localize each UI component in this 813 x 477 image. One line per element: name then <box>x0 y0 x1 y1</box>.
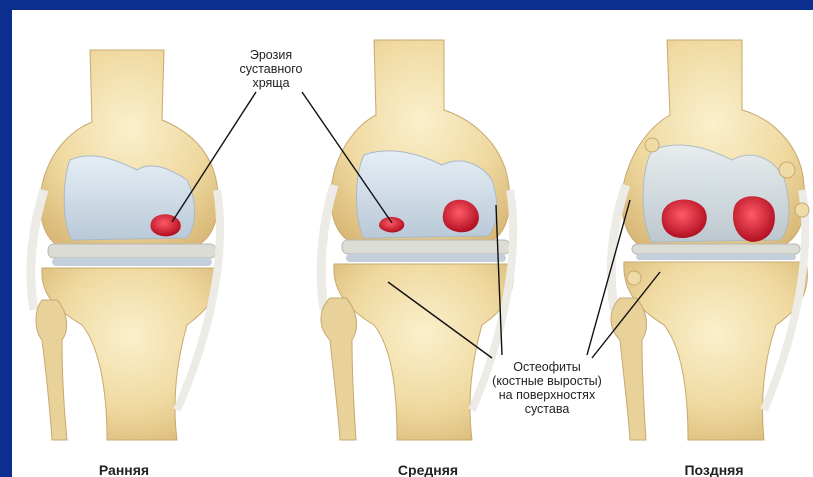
ligament-late-left <box>611 185 626 310</box>
meniscus-middle <box>342 240 510 254</box>
tibia-cartilage-middle <box>346 254 506 262</box>
meniscus-late <box>632 244 800 254</box>
erosion-label: Эрозия суставного хряща <box>226 48 316 90</box>
stage-label-early: Ранняя <box>64 456 184 477</box>
meniscus-early <box>48 244 216 258</box>
osteophytes-label: Остеофиты (костные выросты) на поверхнос… <box>482 360 612 416</box>
fibula-late <box>611 298 647 440</box>
fibula-middle <box>321 298 357 440</box>
knee-illustration <box>12 10 813 477</box>
figure-frame: Эрозия суставного хряща Остеофиты (костн… <box>12 10 813 477</box>
stage-label-middle: Средняя <box>368 456 488 477</box>
fibula-early <box>36 300 67 440</box>
tibia-cartilage-early <box>52 258 212 266</box>
knee-late <box>611 40 809 440</box>
tibia-late <box>624 262 808 440</box>
tibia-early <box>42 268 218 440</box>
stage-label-late: Поздняя <box>654 456 774 477</box>
tibia-cartilage-late <box>636 254 796 260</box>
ligament-middle-left <box>321 185 334 310</box>
ligament-early-left <box>31 190 44 310</box>
knee-early <box>31 50 220 440</box>
